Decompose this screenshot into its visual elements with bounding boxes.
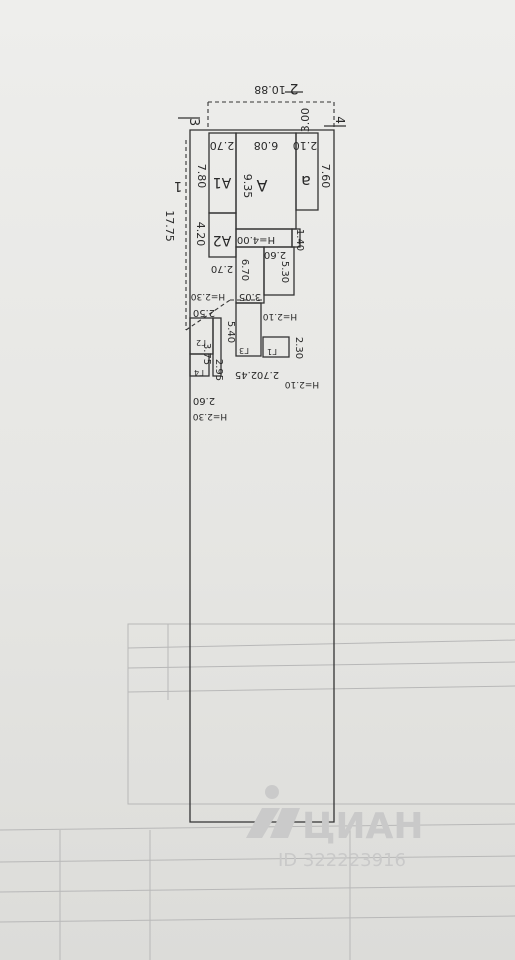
- room-a2: А2: [213, 232, 231, 248]
- marker-1: 1: [174, 178, 182, 193]
- watermark-id: ID 322223916: [278, 850, 406, 871]
- dim-h210a: H=2.10: [263, 311, 298, 321]
- dim-h210b: H=2.10: [285, 379, 320, 389]
- room-g1: Г1: [267, 347, 277, 356]
- room-g4: Г4: [194, 368, 204, 377]
- plan-walls: [189, 129, 335, 823]
- dim-305: 3.05: [239, 291, 261, 302]
- dim-h230b: H=2.30: [193, 411, 228, 421]
- dim-h230a: H=2.30: [191, 291, 226, 301]
- room-a1: А1: [213, 174, 231, 190]
- marker-4: 4: [333, 116, 347, 124]
- dim-540: 5.40: [225, 321, 236, 343]
- marker-3: 3: [186, 118, 201, 126]
- dimension-labels: 10.88 3.00 17.75 7.80 4.20 2.70 6.08 2.1…: [163, 83, 332, 421]
- dim-260: 2.60: [264, 249, 286, 260]
- dim-245: 2.45: [235, 369, 257, 380]
- dim-top-total: 10.88: [254, 83, 286, 96]
- watermark-brand: ЦИАН: [302, 806, 424, 847]
- watermark: ЦИАН ID 322223916: [246, 785, 424, 871]
- dim-main-top: 6.08: [254, 139, 279, 152]
- dim-530: 5.30: [279, 261, 290, 283]
- marker-lines: [178, 91, 346, 127]
- dim-260b: 2.60: [193, 395, 215, 406]
- room-a: А: [256, 176, 267, 195]
- dim-left-lower: 4.20: [194, 222, 207, 247]
- watermark-logo-icon: [246, 785, 300, 838]
- room-a-ext: а: [301, 172, 311, 191]
- dim-h-main: H=4.00: [237, 234, 275, 245]
- dim-250: 2.50: [193, 307, 215, 318]
- room-g2: Г2: [196, 338, 206, 347]
- dim-670: 6.70: [239, 259, 250, 281]
- dim-375: 3.75: [201, 343, 212, 365]
- dim-230: 2.30: [293, 337, 304, 359]
- faded-table: [0, 623, 515, 960]
- room-labels: А А1 А2 а Г1 Г2 Г3 Г4: [194, 172, 311, 377]
- dim-270b: 2.70: [211, 263, 233, 274]
- dim-140: 1.40: [294, 229, 305, 251]
- dim-295: 2.95: [213, 359, 224, 381]
- dim-right-top: 2.10: [293, 139, 318, 152]
- dim-right-height: 7.60: [319, 164, 332, 189]
- marker-2: 2: [290, 80, 299, 96]
- dim-a-top: 2.70: [210, 139, 235, 152]
- room-g3: Г3: [239, 346, 249, 355]
- section-markers: 1 2 3 4: [174, 80, 347, 193]
- dim-270c: 2.70: [257, 369, 279, 380]
- dim-left-upper: 7.80: [195, 164, 208, 189]
- dim-left-total: 17.75: [163, 210, 176, 242]
- dim-main-height: 9.35: [241, 174, 254, 199]
- dim-top-right-small: 3.00: [299, 108, 312, 133]
- dashed-lines: [185, 101, 335, 331]
